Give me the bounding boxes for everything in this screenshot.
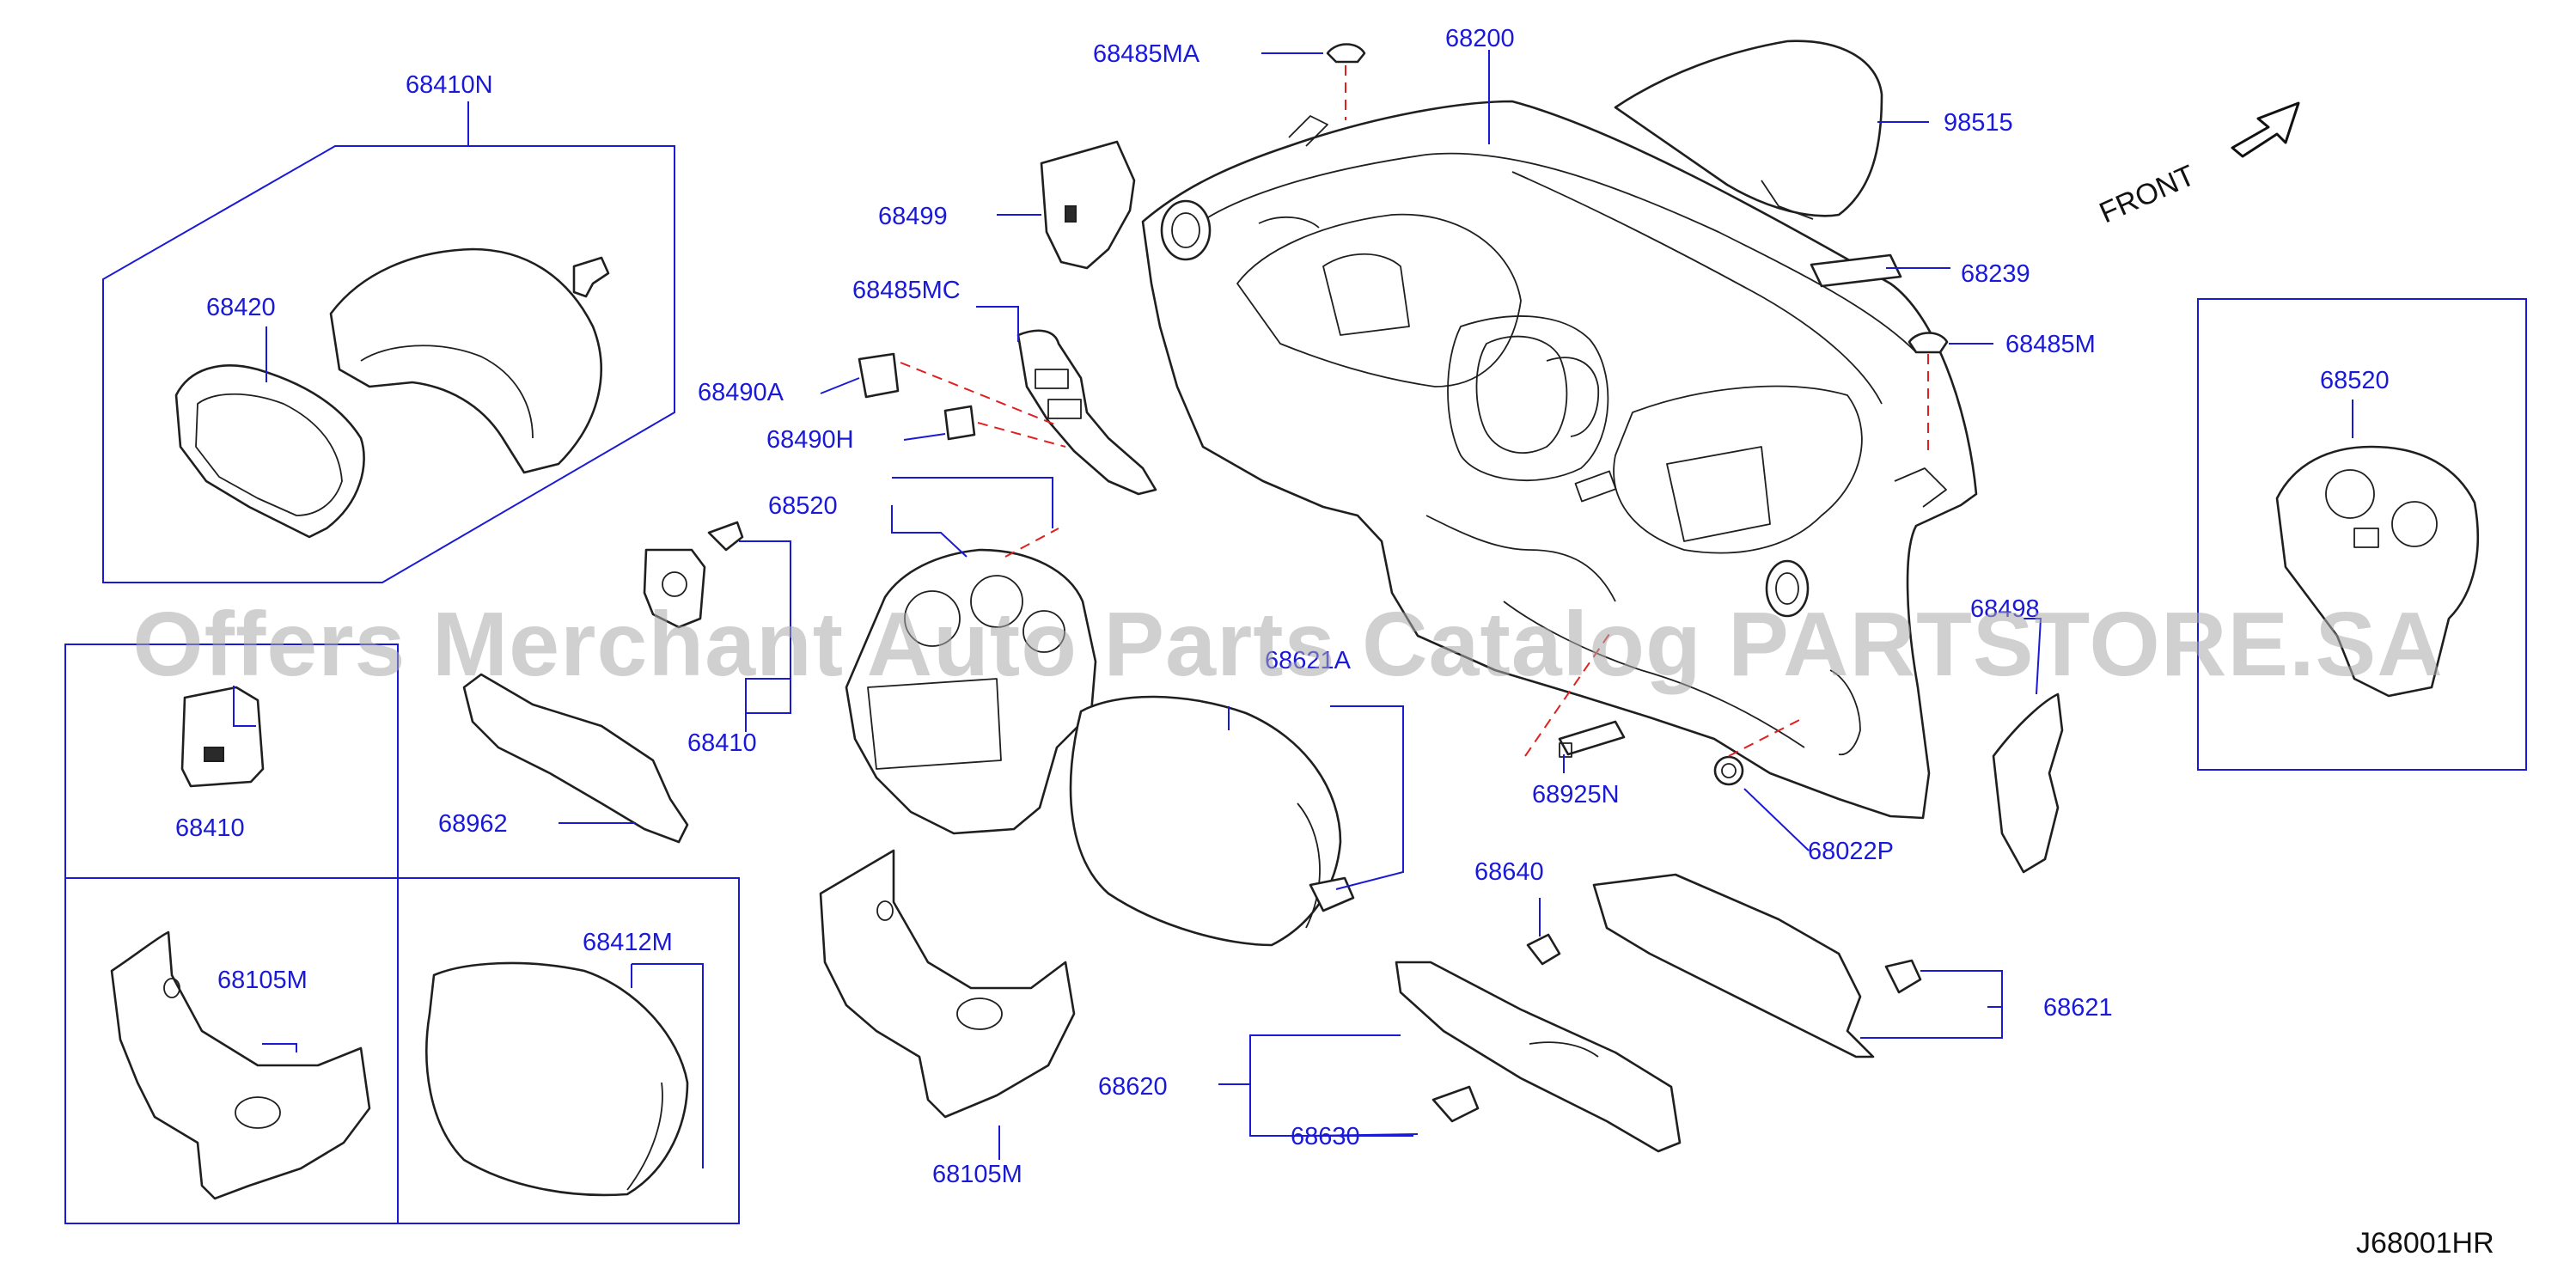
- part-68410-left: [180, 686, 265, 788]
- callout-68498: 68498: [1970, 595, 2040, 623]
- callout-68485m: 68485M: [2005, 331, 2096, 358]
- assembly-line-68022p: [1728, 717, 1805, 757]
- callout-68105m-center: 68105M: [932, 1161, 1022, 1188]
- clip-68485m: [1908, 332, 1949, 354]
- assembly-line-68490a: [900, 362, 1058, 426]
- part-68239: [1810, 253, 1902, 288]
- callout-68490h: 68490H: [766, 426, 854, 454]
- callout-68630: 68630: [1291, 1123, 1360, 1150]
- part-68962: [462, 673, 689, 844]
- callout-68640: 68640: [1474, 858, 1544, 886]
- front-arrow-icon: [2231, 101, 2300, 158]
- callout-68485mc: 68485MC: [852, 277, 961, 304]
- part-68412m: [425, 961, 689, 1197]
- callout-68621a: 68621A: [1265, 647, 1352, 674]
- callout-68410n: 68410N: [406, 71, 493, 99]
- part-68520-right: [2275, 445, 2480, 698]
- part-68490a: [858, 352, 900, 399]
- assembly-line-68925n: [1524, 631, 1612, 757]
- part-68630: [1431, 1085, 1480, 1123]
- part-68621a: [1069, 695, 1355, 947]
- assembly-line-68520: [1004, 528, 1059, 558]
- callout-68412m: 68412M: [583, 929, 673, 956]
- part-68620: [1395, 961, 1682, 1153]
- clip-68485ma: [1326, 43, 1366, 64]
- part-68498: [1992, 692, 2064, 874]
- callout-68962: 68962: [438, 810, 508, 838]
- callout-68499: 68499: [878, 203, 948, 230]
- callout-68620: 68620: [1098, 1073, 1168, 1101]
- callout-68105m-left: 68105M: [217, 967, 308, 994]
- callout-68520-right: 68520: [2320, 367, 2390, 394]
- callout-68621: 68621: [2043, 994, 2113, 1022]
- inset-frame-right: [2197, 298, 2527, 771]
- front-label: FRONT: [2095, 159, 2200, 229]
- instrument-panel-68200: [1141, 100, 1978, 820]
- part-68499: [1040, 140, 1136, 270]
- part-68640: [1526, 933, 1561, 966]
- callout-68410-left: 68410: [175, 814, 245, 842]
- part-68410-center: [643, 521, 744, 629]
- callout-68420: 68420: [206, 294, 276, 321]
- callout-68520-center: 68520: [768, 492, 838, 520]
- callout-68410-center: 68410: [687, 729, 757, 757]
- cluster-lid-68420: [174, 364, 365, 539]
- callout-68239: 68239: [1961, 260, 2030, 288]
- part-68105m-left: [110, 930, 371, 1200]
- assembly-line-68490h: [977, 422, 1066, 448]
- inset-frame-cluster-lid: [102, 145, 675, 583]
- callout-98515: 98515: [1944, 109, 2013, 137]
- callout-68485ma: 68485MA: [1093, 40, 1200, 68]
- callout-68490a: 68490A: [698, 379, 784, 406]
- part-68621: [1592, 873, 1922, 1058]
- front-indicator: FRONT: [2095, 101, 2300, 229]
- part-68490h: [943, 405, 976, 441]
- drawing-code: J68001HR: [2356, 1227, 2494, 1260]
- part-98515: [1614, 40, 1883, 220]
- part-68022p: [1713, 755, 1744, 786]
- clip-68410n-small: [572, 256, 610, 298]
- part-68520-center: [845, 548, 1097, 835]
- callout-68200: 68200: [1445, 25, 1515, 52]
- callout-68925n: 68925N: [1532, 781, 1620, 808]
- callout-68022p: 68022P: [1808, 838, 1894, 865]
- part-68925n: [1558, 720, 1626, 758]
- part-68485mc: [1016, 329, 1157, 496]
- part-68105m-center: [819, 849, 1076, 1119]
- inset-frame-left-bottom-b: [397, 877, 740, 1224]
- cluster-lid-68410N: [329, 247, 602, 474]
